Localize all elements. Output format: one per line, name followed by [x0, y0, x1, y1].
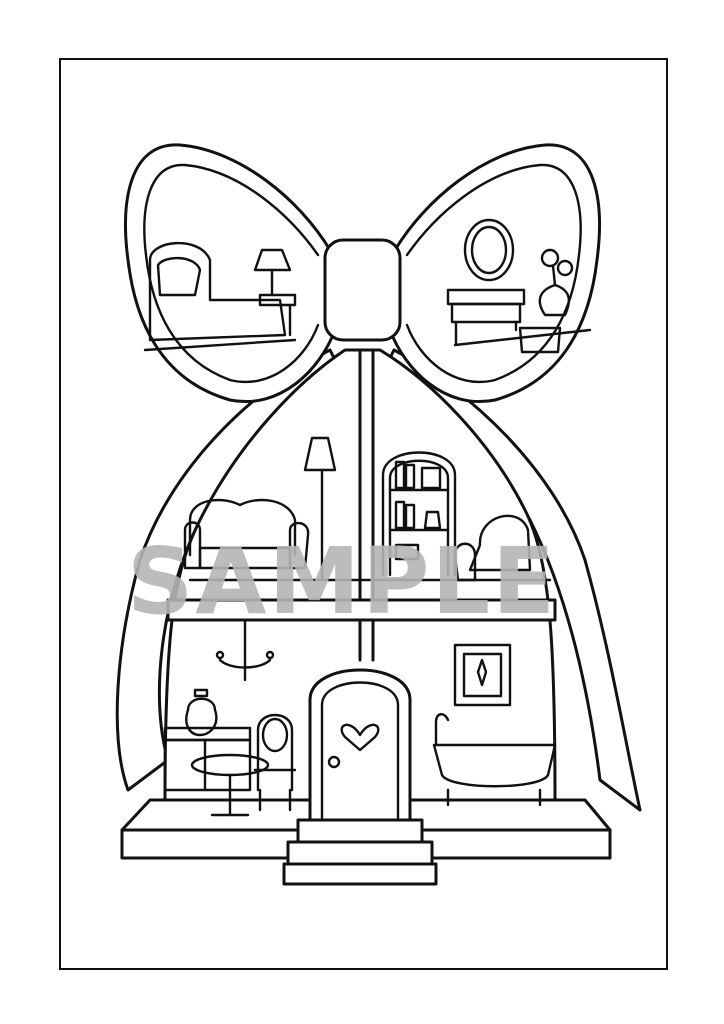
bow-right-room	[446, 218, 592, 354]
sample-watermark: SAMPLE	[127, 528, 557, 635]
bottom-right-room	[432, 643, 557, 807]
ribbon-bow	[124, 143, 601, 403]
middle-right-room	[381, 451, 532, 582]
bottom-left-room	[163, 618, 297, 817]
page-border	[59, 58, 668, 970]
bow-left-room	[143, 241, 297, 352]
front-door	[282, 668, 438, 886]
middle-left-room	[183, 436, 337, 580]
